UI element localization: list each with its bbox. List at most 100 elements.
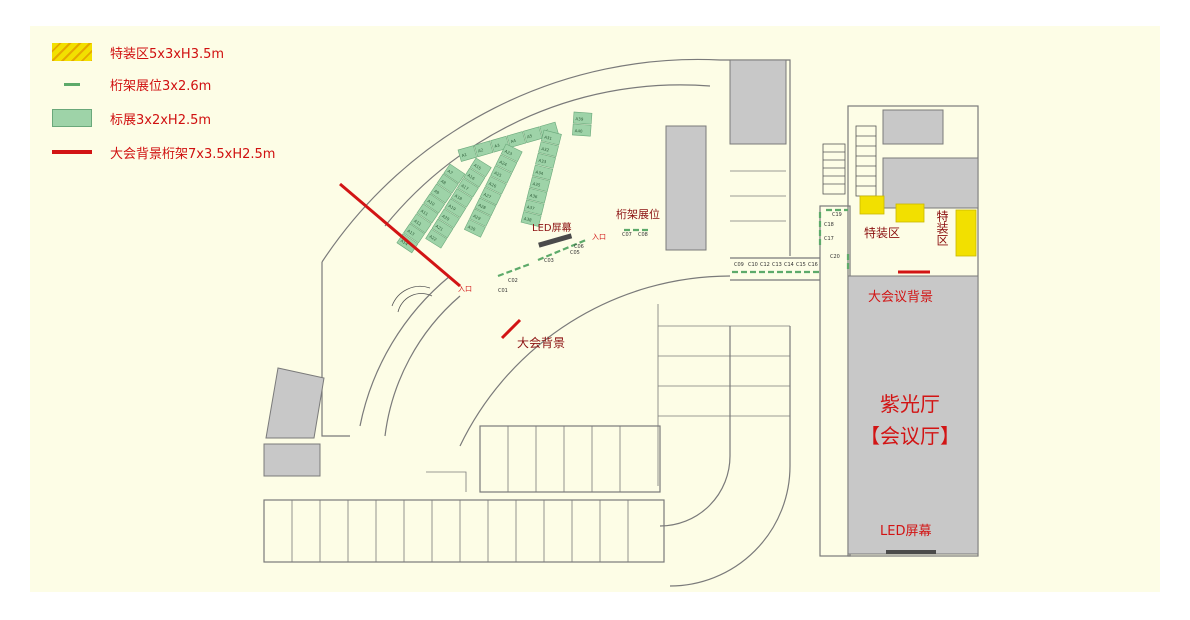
corridor	[730, 257, 820, 281]
standard-booth: A2	[473, 140, 494, 158]
standard-booth-label: A2	[477, 147, 484, 153]
standard-booth: A18	[450, 188, 473, 208]
led-screen-hall	[886, 550, 936, 554]
hall-name: 紫光厅	[880, 392, 940, 416]
legend-label: 标展3x2xH2.5m	[110, 112, 212, 128]
legend-swatch-standard-booth	[52, 109, 92, 127]
truss-booth-code: C19	[832, 212, 842, 218]
truss-booth-code: C18	[824, 222, 834, 228]
standard-booth-label: A18	[454, 193, 464, 202]
inner-ring-arc	[384, 84, 711, 227]
lower-curve-outer	[669, 326, 791, 587]
standard-booth: A20	[437, 208, 460, 229]
standard-booth-label: A22	[428, 234, 438, 243]
truss-booth-code: C03	[544, 258, 554, 264]
standard-booth-label: A13	[406, 228, 416, 237]
room-grey	[265, 367, 325, 439]
standard-booth: A38	[520, 211, 542, 227]
standard-booth-label: A12	[413, 218, 423, 227]
standard-booth-label: A8	[440, 178, 448, 185]
standard-booth: A13	[403, 223, 426, 244]
standard-booth-label: A14	[400, 238, 410, 247]
legend-item-standard-booth: 标展3x2xH2.5m	[52, 106, 211, 130]
stairs	[855, 125, 877, 197]
standard-booth-label: A3	[494, 142, 501, 148]
truss-booth-code: C12	[760, 262, 770, 268]
standard-booth: A40	[572, 123, 592, 137]
inner-court-arc	[459, 275, 731, 447]
bottom-wing	[263, 499, 665, 563]
legend-label: 桁架展位3x2.6m	[110, 78, 212, 94]
standard-booth-label: A29	[472, 213, 482, 221]
standard-booth-label: A5	[526, 133, 533, 139]
standard-booth-label: A21	[435, 224, 445, 233]
truss-booth-code: C02	[508, 278, 518, 284]
standard-booth-label: A16	[467, 173, 477, 182]
standard-booth-label: A15	[473, 162, 483, 171]
standard-booth-label: A24	[499, 159, 509, 167]
floor-plan-map: A1A2A3A4A5A6A7A8A9A10A11A12A13A14A15A16A…	[263, 58, 979, 587]
truss-booth-code: C13	[772, 262, 782, 268]
truss-booth-code: C20	[830, 254, 840, 260]
standard-booth-label: A37	[526, 204, 535, 211]
standard-booth-label: A25	[493, 170, 503, 178]
standard-booth-label: A34	[535, 169, 544, 176]
led-screen-top-label: LED屏幕	[532, 223, 572, 234]
standard-booth: A5	[522, 126, 543, 144]
standard-booth-label: A20	[441, 213, 451, 222]
standard-booth-label: A31	[544, 134, 553, 141]
room-grey	[729, 59, 787, 145]
backdrop-truss-entrance	[339, 182, 461, 288]
standard-booth: A33	[535, 152, 557, 169]
standard-booth: A35	[529, 176, 551, 192]
standard-booth: A30	[463, 219, 486, 238]
standard-booth: A36	[526, 187, 548, 204]
truss-booth-code: C05	[570, 250, 580, 256]
standard-booth: A24	[495, 154, 518, 173]
standard-booth: A26	[484, 175, 507, 195]
backdrop-mid-label: 大会背景	[517, 336, 566, 350]
entrance-label: 入口	[458, 285, 472, 293]
legend-swatch-truss-booth	[52, 75, 92, 93]
standard-booth: A37	[523, 199, 545, 216]
standard-booth: A8	[436, 173, 459, 194]
standard-booth: A19	[444, 198, 467, 218]
floor-plan: A1A2A3A4A5A6A7A8A9A10A11A12A13A14A15A16A…	[30, 26, 1160, 592]
standard-booth-label: A36	[529, 193, 538, 200]
truss-booth-code: C09	[734, 262, 744, 268]
standard-booth-label: A26	[488, 181, 498, 189]
outer-wall-arc	[321, 58, 721, 263]
standard-booth-label: A7	[447, 168, 455, 175]
legend-label: 大会背景桁架7x3.5xH2.5m	[110, 146, 276, 162]
standard-booth: A7	[443, 163, 466, 184]
standard-booth: A1	[457, 145, 478, 162]
standard-booth: A23	[500, 143, 523, 163]
standard-booth: A4	[506, 131, 527, 148]
standard-booth-label: A38	[523, 216, 532, 223]
left-inner-curve-2	[384, 295, 461, 437]
standard-booth: A17	[457, 177, 479, 198]
standard-booth: A31	[540, 129, 562, 146]
truss-booth-row	[497, 262, 531, 278]
standard-booth: A25	[490, 165, 513, 184]
truss-booth-label: 桁架展位	[616, 208, 660, 221]
standard-booth-label: A30	[467, 224, 477, 232]
standard-booth-label: A1	[461, 152, 468, 158]
standard-booth: A21	[431, 218, 454, 239]
backdrop-hall-label: 大会议背景	[868, 290, 934, 305]
standard-booth: A10	[423, 193, 446, 214]
standard-booth-label: A23	[504, 148, 514, 156]
room-grey	[665, 125, 707, 251]
lower-rooms	[479, 425, 661, 493]
truss-booth-code: C14	[784, 262, 794, 268]
room-grey	[882, 157, 979, 209]
legend-item-truss-booth: 桁架展位3x2.6m	[52, 72, 211, 96]
room-grey	[263, 443, 321, 477]
standard-booth: A12	[409, 213, 432, 234]
legend-swatch-backdrop-truss	[52, 143, 92, 161]
standard-booth-label: A4	[510, 138, 517, 144]
legend-swatch-special-zone	[52, 43, 92, 61]
truss-booth-code: C06	[574, 244, 584, 250]
truss-booth-code: C17	[824, 236, 834, 242]
standard-booth: A28	[474, 197, 497, 217]
